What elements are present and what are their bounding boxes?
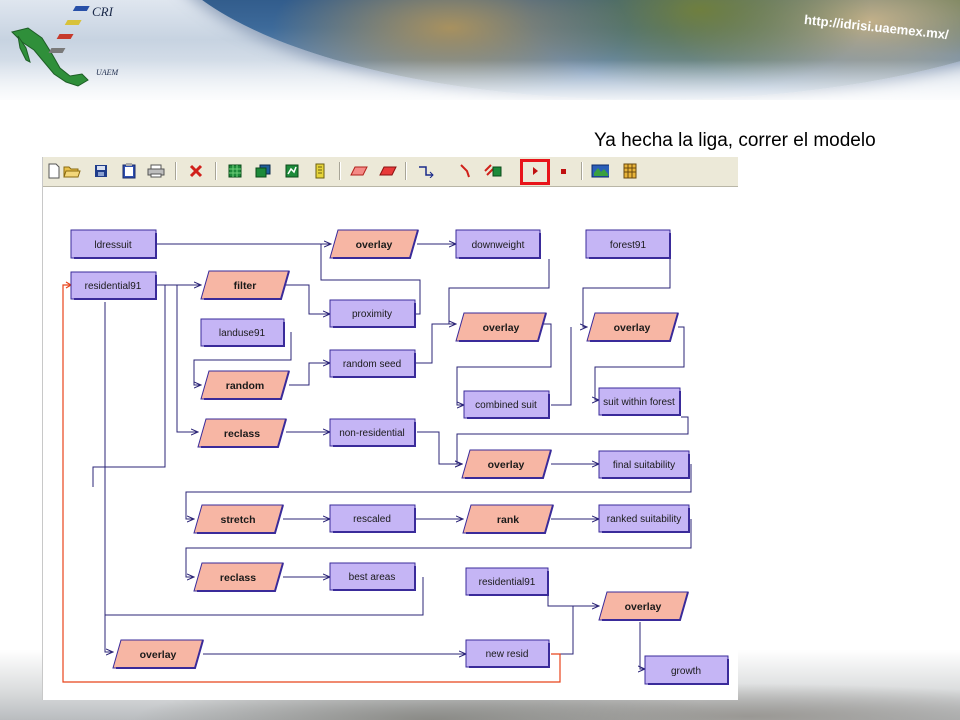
module-random[interactable]: random [200, 370, 290, 400]
macro-icon[interactable] [484, 163, 502, 179]
delete-icon[interactable] [187, 163, 205, 179]
node-label: residential91 [479, 577, 536, 588]
institution-logo: CRI UAEM [8, 2, 128, 92]
logo-uaem-text: UAEM [96, 68, 119, 77]
raster-layer-icon[interactable] [226, 163, 244, 179]
module-label: reclass [220, 572, 256, 584]
dynamic-link-line[interactable] [62, 284, 561, 683]
toolbar-separator [215, 162, 217, 180]
save-model-icon[interactable] [92, 163, 110, 179]
node-label: combined suit [475, 400, 537, 411]
raster-group-icon[interactable] [254, 163, 272, 179]
module-label: overlay [483, 322, 520, 334]
node-ranked-suitability[interactable]: ranked suitability [598, 504, 690, 533]
node-ldressuit[interactable]: ldressuit [70, 229, 157, 259]
node-combined-suit[interactable]: combined suit [463, 390, 550, 419]
node-label: random seed [343, 359, 401, 370]
node-label: ranked suitability [607, 514, 681, 525]
node-residential91[interactable]: residential91 [70, 271, 157, 300]
module-label: filter [234, 280, 257, 292]
node-residential91-b[interactable]: residential91 [465, 567, 549, 596]
module-overlay-4[interactable]: overlay [461, 449, 552, 479]
module-overlay-5[interactable]: overlay [112, 639, 204, 669]
module-label: reclass [224, 428, 260, 440]
module-overlay-2[interactable]: overlay [455, 312, 547, 342]
node-label: rescaled [353, 514, 391, 525]
node-label: proximity [352, 309, 392, 320]
node-rescaled[interactable]: rescaled [329, 504, 416, 533]
module-reclass-1[interactable]: reclass [197, 418, 287, 448]
node-non-residential[interactable]: non-residential [329, 418, 416, 447]
module-overlay-3[interactable]: overlay [586, 312, 679, 342]
stop-icon[interactable] [554, 163, 572, 179]
header-banner: CRI UAEM http://idrisi.uaemex.mx/ [0, 0, 960, 100]
submodel-icon[interactable] [379, 163, 397, 179]
logo-cri-text: CRI [92, 4, 113, 19]
node-new-resid[interactable]: new resid [465, 639, 550, 668]
node-label: new resid [486, 649, 529, 660]
node-proximity[interactable]: proximity [329, 299, 416, 328]
module-overlay-6[interactable]: overlay [598, 591, 689, 621]
map-display-icon[interactable] [591, 163, 609, 179]
banner-haze [0, 60, 960, 100]
module-label: overlay [356, 239, 393, 251]
modeler-toolbar [43, 157, 738, 187]
run-icon[interactable] [526, 163, 544, 179]
toolbar-separator [405, 162, 407, 180]
node-landuse91[interactable]: landuse91 [200, 318, 285, 347]
toolbar-separator [339, 162, 341, 180]
node-label: residential91 [85, 281, 142, 292]
module-overlay-1[interactable]: overlay [329, 229, 419, 259]
node-label: downweight [472, 240, 525, 251]
module-label: rank [497, 514, 519, 526]
node-final-suitability[interactable]: final suitability [598, 450, 690, 479]
print-icon[interactable] [147, 163, 165, 179]
node-downweight[interactable]: downweight [455, 229, 541, 259]
module-label: overlay [488, 459, 525, 471]
node-label: non-residential [339, 428, 405, 439]
open-model-icon[interactable] [63, 163, 81, 179]
node-label: forest91 [610, 240, 647, 251]
vector-layer-icon[interactable] [283, 163, 301, 179]
module-filter[interactable]: filter [200, 270, 290, 300]
toolbar-separator [581, 162, 583, 180]
node-label: suit within forest [603, 397, 675, 408]
node-forest91[interactable]: forest91 [585, 229, 671, 259]
module-label: random [226, 380, 265, 392]
node-suit-within-forest[interactable]: suit within forest [598, 387, 681, 416]
mexico-map-logo-icon [11, 6, 90, 87]
node-label: growth [671, 666, 701, 677]
module-rank[interactable]: rank [462, 504, 554, 534]
module-stretch[interactable]: stretch [193, 504, 284, 534]
new-model-icon[interactable] [45, 163, 63, 179]
node-label: landuse91 [219, 328, 266, 339]
file-icon[interactable] [311, 163, 329, 179]
connector-icon[interactable] [417, 163, 435, 179]
module-icon[interactable] [350, 163, 368, 179]
module-reclass-2[interactable]: reclass [193, 562, 284, 592]
node-label: final suitability [613, 460, 675, 471]
macro-modeler-window: ldressuit residential91 landuse91 proxim… [42, 157, 738, 700]
run-button-highlight [520, 159, 550, 185]
dynamic-link-icon[interactable] [457, 163, 475, 179]
node-best-areas[interactable]: best areas [329, 562, 416, 591]
module-label: stretch [220, 514, 255, 526]
model-canvas[interactable]: ldressuit residential91 landuse91 proxim… [43, 187, 738, 700]
node-growth[interactable]: growth [644, 655, 729, 685]
module-label: overlay [625, 601, 662, 613]
slide-caption: Ya hecha la liga, correr el modelo [594, 130, 876, 151]
toolbar-separator [175, 162, 177, 180]
clipboard-icon[interactable] [120, 163, 138, 179]
module-label: overlay [614, 322, 651, 334]
module-label: overlay [140, 649, 177, 661]
node-label: ldressuit [94, 240, 131, 251]
node-random-seed[interactable]: random seed [329, 349, 416, 378]
node-label: best areas [349, 572, 396, 583]
table-icon[interactable] [621, 163, 639, 179]
